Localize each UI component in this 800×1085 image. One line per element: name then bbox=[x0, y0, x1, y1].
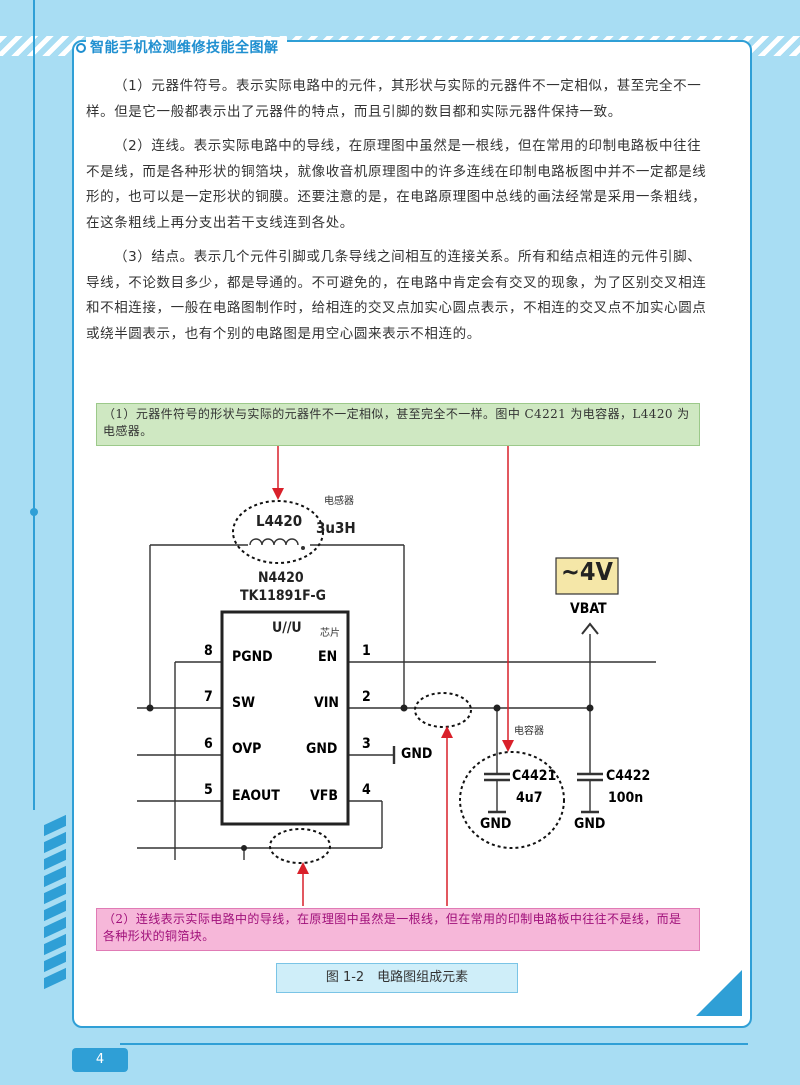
highlight-wire bbox=[414, 692, 472, 728]
highlight-capacitor bbox=[459, 751, 565, 849]
highlight-wire-bottom bbox=[269, 828, 331, 864]
pin-number: 3 bbox=[362, 736, 371, 752]
pin-name: EAOUT bbox=[232, 788, 280, 804]
junction-dot bbox=[146, 704, 154, 712]
header-bullet-icon bbox=[76, 43, 86, 53]
pin-name: OVP bbox=[232, 741, 262, 757]
cap2-value: 100n bbox=[608, 790, 644, 806]
paragraph-component-symbol: （1）元器件符号。表示实际电路中的元件，其形状与实际的元器件不一定相似，甚至完全… bbox=[86, 78, 702, 120]
inductor-coil bbox=[249, 538, 299, 546]
pin-number: 7 bbox=[204, 689, 213, 705]
inductor-name: L4420 bbox=[256, 512, 303, 530]
cap2-name: C4422 bbox=[606, 768, 651, 784]
vbat-arrow-icon bbox=[581, 622, 599, 635]
cap1-name: C4421 bbox=[512, 768, 557, 784]
page-panel bbox=[72, 40, 752, 1028]
note-wire: （2）连线表示实际电路中的导线，在原理图中虽然是一根线，但在常用的印制电路板中往… bbox=[96, 908, 700, 951]
footer-line bbox=[120, 1043, 748, 1045]
left-decor-dot bbox=[30, 508, 38, 516]
corner-decor bbox=[696, 970, 742, 1016]
pin-name: EN bbox=[318, 649, 338, 665]
chip-name: N4420 bbox=[258, 570, 304, 586]
pin-number: 6 bbox=[204, 736, 213, 752]
pin-number: 4 bbox=[362, 782, 371, 798]
cap1-gnd: GND bbox=[480, 816, 512, 832]
cap1-value: 4u7 bbox=[516, 790, 543, 806]
gnd-label-pin3: GND bbox=[401, 746, 433, 762]
junction-dot bbox=[241, 845, 247, 851]
junction-dot bbox=[586, 704, 594, 712]
body-text: （1）元器件符号。表示实际电路中的元件，其形状与实际的元器件不一定相似，甚至完全… bbox=[86, 74, 712, 356]
pin-number: 2 bbox=[362, 689, 371, 705]
chip-body bbox=[220, 610, 350, 826]
pin-number: 5 bbox=[204, 782, 213, 798]
voltage-label: ~4V bbox=[561, 557, 613, 586]
capacitor-label: 电容器 bbox=[514, 726, 544, 737]
chip-part-number: TK11891F-G bbox=[240, 588, 326, 604]
page-number: 4 bbox=[72, 1048, 128, 1072]
junction-dot bbox=[493, 704, 501, 712]
chip-label: 芯片 bbox=[320, 628, 340, 639]
cap2-gnd: GND bbox=[574, 816, 606, 832]
highlight-inductor bbox=[232, 500, 324, 564]
junction-dot bbox=[400, 704, 408, 712]
note-component-symbol: （1）元器件符号的形状与实际的元器件不一定相似，甚至完全不一样。图中 C4221… bbox=[96, 403, 700, 446]
paragraph-wire: （2）连线。表示实际电路中的导线，在原理图中虽然是一根线，但在常用的印制电路板中… bbox=[86, 138, 707, 231]
pin-name: VIN bbox=[314, 695, 339, 711]
paragraph-junction: （3）结点。表示几个元件引脚或几条导线之间相互的连接关系。所有和结点相连的元件引… bbox=[86, 249, 707, 342]
pin-number: 8 bbox=[204, 643, 213, 659]
figure-caption: 图 1-2 电路图组成元素 bbox=[276, 963, 518, 993]
inductor-value: 3u3H bbox=[316, 519, 356, 537]
running-header-title: 智能手机检测维修技能全图解 bbox=[86, 37, 287, 57]
pin-name: GND bbox=[306, 741, 338, 757]
pin-name: SW bbox=[232, 695, 255, 711]
vbat-label: VBAT bbox=[570, 601, 607, 617]
pin-name: PGND bbox=[232, 649, 273, 665]
inductor-dot bbox=[301, 546, 305, 550]
voltage-box bbox=[555, 557, 619, 595]
left-decor-line bbox=[33, 0, 35, 810]
inductor-label: 电感器 bbox=[324, 496, 354, 507]
pin-name: VFB bbox=[310, 788, 338, 804]
chip-unit: U//U bbox=[272, 620, 302, 636]
pin-number: 1 bbox=[362, 643, 371, 659]
